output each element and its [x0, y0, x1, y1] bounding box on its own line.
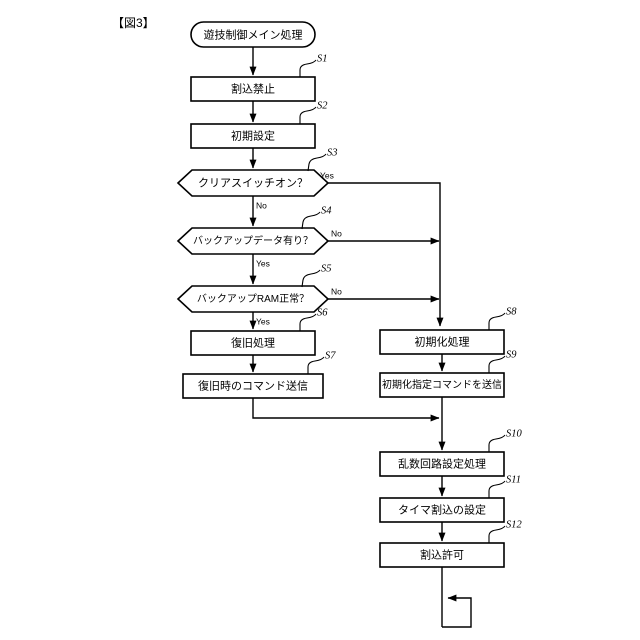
leader-s2: [299, 106, 317, 124]
leader-s6: [299, 313, 317, 331]
node-s3-label: クリアスイッチオン？: [198, 176, 308, 189]
edge-s7-merge: [252, 398, 440, 422]
figure-title: 【図3】: [112, 16, 155, 30]
leader-s9: [488, 355, 506, 373]
step-label-s5: S5: [321, 263, 332, 274]
step-label-s11: S11: [506, 474, 521, 485]
node-s5-label: バックアップRAM正常？: [197, 292, 309, 305]
node-s9-label: 初期化指定コマンドを送信: [382, 378, 502, 391]
leader-s5: [301, 269, 321, 288]
step-label-s2: S2: [317, 100, 328, 111]
leader-s8: [488, 312, 506, 330]
leader-s1: [299, 59, 317, 77]
node-s6-shape: [190, 330, 316, 356]
edge-loop-back: [442, 594, 472, 628]
node-s1-shape: [190, 76, 316, 102]
node-s7-shape: [182, 373, 324, 399]
leader-s7: [307, 356, 325, 374]
leader-s11: [488, 480, 506, 498]
node-s1-label: 割込禁止: [231, 81, 275, 95]
node-s7-label: 復旧時のコマンド送信: [198, 378, 308, 392]
step-label-s4: S4: [321, 205, 332, 216]
branch-label-s4-no: No: [331, 228, 342, 238]
node-s6-label: 復旧処理: [231, 336, 275, 349]
node-s4-label: バックアップデータ有り？: [193, 234, 313, 247]
branch-label-s5-no: No: [331, 286, 342, 296]
step-label-s9: S9: [506, 349, 517, 360]
node-s8-label: 初期化処理: [415, 334, 470, 348]
node-s12-label: 割込許可: [420, 547, 464, 561]
step-label-s8: S8: [506, 306, 517, 317]
step-label-s12: S12: [506, 519, 523, 530]
node-s11-label: タイマ割込の設定: [398, 502, 486, 516]
leader-s12: [488, 525, 506, 543]
edge-s3-yes: [328, 182, 444, 327]
step-label-s10: S10: [506, 428, 523, 439]
node-s10-label: 乱数回路設定処理: [398, 456, 486, 470]
leader-s3: [307, 153, 327, 172]
node-s12-shape: [379, 542, 505, 568]
step-label-s3: S3: [327, 147, 338, 158]
leader-s4: [301, 211, 321, 230]
step-label-s1: S1: [317, 53, 328, 64]
branch-label-s5-yes: Yes: [256, 316, 270, 326]
leader-s10: [488, 434, 506, 452]
node-s8-shape: [379, 329, 505, 355]
node-s2-label: 初期設定: [231, 128, 275, 142]
step-label-s7: S7: [325, 350, 336, 361]
node-start-label: 遊技制御メイン処理: [204, 27, 303, 41]
branch-label-s3-no: No: [256, 200, 267, 210]
branch-label-s3-yes: Yes: [320, 170, 334, 180]
step-label-s6: S6: [317, 307, 328, 318]
branch-label-s4-yes: Yes: [256, 258, 270, 268]
